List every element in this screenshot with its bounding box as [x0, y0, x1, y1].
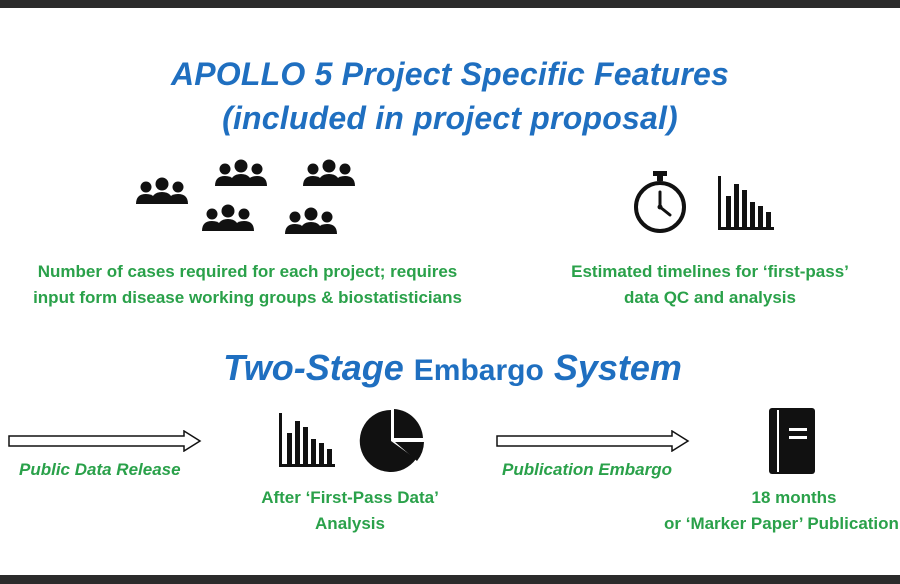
first-pass-caption-line1: After ‘First-Pass Data’: [261, 488, 439, 507]
group-icon: [136, 177, 188, 204]
first-pass-caption-line2: Analysis: [315, 514, 385, 533]
public-data-release-label: Public Data Release: [19, 460, 181, 479]
embargo-heading-mid: Embargo: [413, 354, 544, 387]
timelines-caption-line1: Estimated timelines for ‘first-pass’: [571, 262, 849, 281]
slide-title-line1: APOLLO 5 Project Specific Features: [170, 56, 730, 92]
pie-chart-icon: [359, 409, 424, 472]
bar-chart-icon: [279, 413, 335, 467]
embargo-heading: Two-Stage Embargo System: [0, 346, 900, 393]
timelines-caption-line2: data QC and analysis: [624, 288, 796, 307]
final-caption-line2: or ‘Marker Paper’ Publication: [664, 514, 899, 533]
cases-caption-line1: Number of cases required for each projec…: [37, 262, 458, 281]
bar-chart-icon: [718, 176, 774, 230]
cases-caption-line2: input form disease working groups & bios…: [33, 288, 462, 307]
notebook-icon: [769, 408, 815, 474]
arrow-icon: [496, 430, 690, 452]
group-icon: [215, 159, 267, 186]
slide-title-line2: (included in project proposal): [222, 100, 678, 136]
top-frame-bar: [0, 0, 900, 8]
group-icon: [303, 159, 355, 186]
group-icons-cluster: [136, 159, 355, 234]
arrow-icon: [8, 430, 202, 452]
embargo-heading-end: System: [553, 347, 682, 388]
group-icon: [202, 204, 254, 231]
embargo-heading-start: Two-Stage: [223, 347, 404, 388]
final-caption-line1: 18 months: [751, 488, 837, 507]
bottom-frame-bar: [0, 575, 900, 584]
publication-embargo-label: Publication Embargo: [502, 460, 673, 479]
group-icon: [285, 207, 337, 234]
stopwatch-icon: [634, 171, 686, 233]
